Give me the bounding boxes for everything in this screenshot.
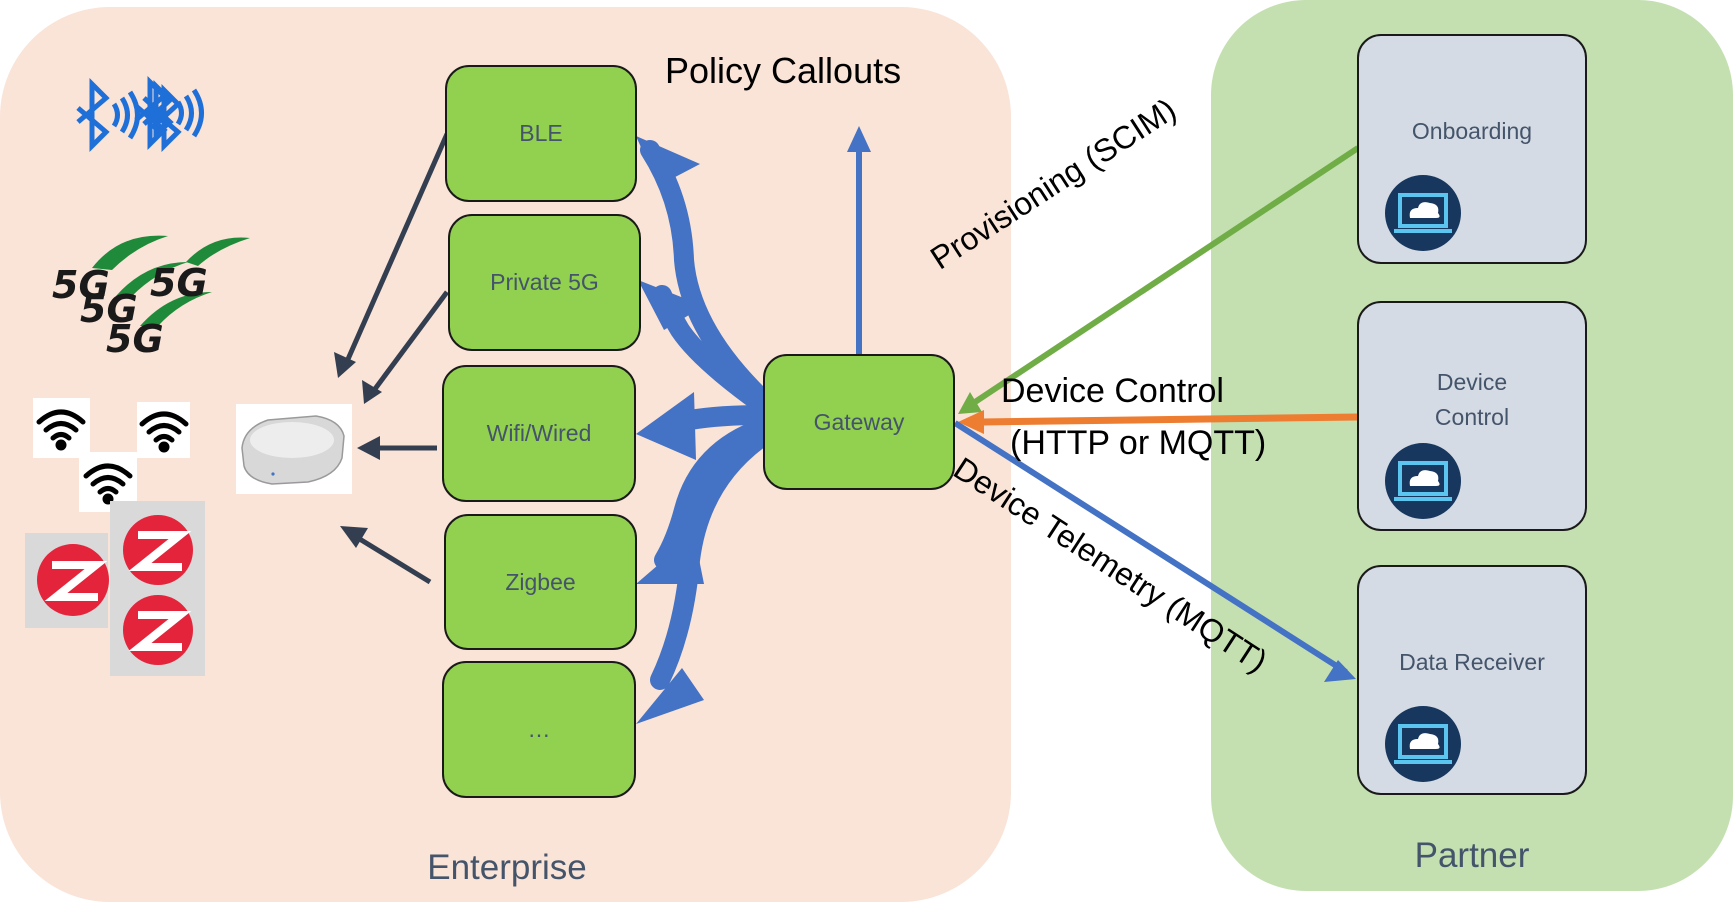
policy-callouts-label: Policy Callouts bbox=[665, 50, 902, 91]
device-control-arrow-label: Device Control bbox=[1001, 372, 1224, 410]
device-control-arrow bbox=[958, 410, 1359, 434]
gateway-box: Gateway bbox=[763, 354, 955, 490]
provisioning-arrow bbox=[958, 145, 1360, 414]
5g-icon: 5G 5G 5G 5G bbox=[52, 235, 250, 361]
bluetooth-icon bbox=[76, 75, 204, 153]
protocol-box-wifi-wired: Wifi/Wired bbox=[442, 365, 636, 502]
onboarding-box: Onboarding bbox=[1357, 34, 1587, 264]
zigbee-icon bbox=[37, 515, 193, 665]
radio-to-ap-arrows bbox=[334, 132, 450, 585]
gateway-fan-heads bbox=[636, 136, 704, 724]
onboarding-label: Onboarding bbox=[1411, 118, 1533, 144]
cloud-laptop-icon bbox=[1385, 443, 1461, 519]
svg-text:5G: 5G bbox=[52, 263, 110, 307]
svg-text:5G: 5G bbox=[106, 317, 164, 361]
device-control-protocol-label: (HTTP or MQTT) bbox=[1010, 424, 1267, 462]
wifi-icon bbox=[36, 409, 189, 505]
policy-callouts-arrow bbox=[847, 126, 871, 356]
gateway-label: Gateway bbox=[813, 408, 905, 435]
data-receiver-label: Data Receiver bbox=[1399, 649, 1545, 675]
protocol-label: Zigbee bbox=[505, 568, 576, 595]
svg-text:5G: 5G bbox=[80, 287, 138, 331]
protocol-box-zigbee: Zigbee bbox=[444, 514, 637, 650]
partner-label: Partner bbox=[1414, 836, 1530, 875]
telemetry-arrow bbox=[953, 420, 1356, 682]
cloud-laptop-icon bbox=[1385, 706, 1461, 782]
protocol-label: Wifi/Wired bbox=[486, 420, 592, 446]
enterprise-label: Enterprise bbox=[427, 848, 587, 887]
protocol-label: BLE bbox=[519, 120, 563, 146]
protocol-label: … bbox=[527, 716, 551, 742]
cloud-laptop-icon bbox=[1385, 175, 1461, 251]
device-control-label: Device Control bbox=[1434, 369, 1510, 430]
access-point-icon bbox=[241, 415, 345, 485]
protocol-box-ble: BLE bbox=[445, 65, 637, 202]
protocol-label: Private 5G bbox=[490, 269, 599, 295]
protocol-box-more: … bbox=[442, 661, 636, 798]
protocol-box-private-5g: Private 5G bbox=[448, 214, 641, 351]
svg-text:5G: 5G bbox=[150, 261, 208, 305]
